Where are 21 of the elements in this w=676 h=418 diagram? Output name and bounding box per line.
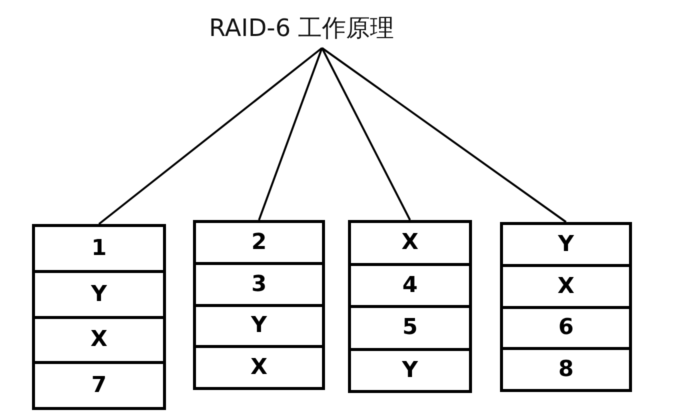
- block-cell: Y: [35, 272, 163, 318]
- block-cell: Y: [196, 306, 322, 348]
- block-cell: 6: [503, 308, 629, 350]
- block-cell: 8: [503, 350, 629, 389]
- block-cell: 5: [351, 308, 469, 350]
- diagram-title: RAID-6 工作原理: [209, 14, 394, 42]
- block-cell: 7: [35, 364, 163, 407]
- block-cell: 2: [196, 223, 322, 265]
- block-cell: Y: [503, 225, 629, 267]
- block-cell: 4: [351, 266, 469, 308]
- connector-line: [258, 48, 323, 220]
- block-cell: X: [503, 266, 629, 308]
- connector-line: [321, 48, 411, 220]
- block-cell: X: [196, 348, 322, 387]
- block-cell: X: [351, 223, 469, 266]
- block-cell: Y: [351, 350, 469, 390]
- block-cell: X: [35, 318, 163, 364]
- connector-line: [98, 47, 323, 225]
- connector-line: [321, 47, 567, 223]
- block-cell: 1: [35, 227, 163, 273]
- block-cell: 3: [196, 264, 322, 306]
